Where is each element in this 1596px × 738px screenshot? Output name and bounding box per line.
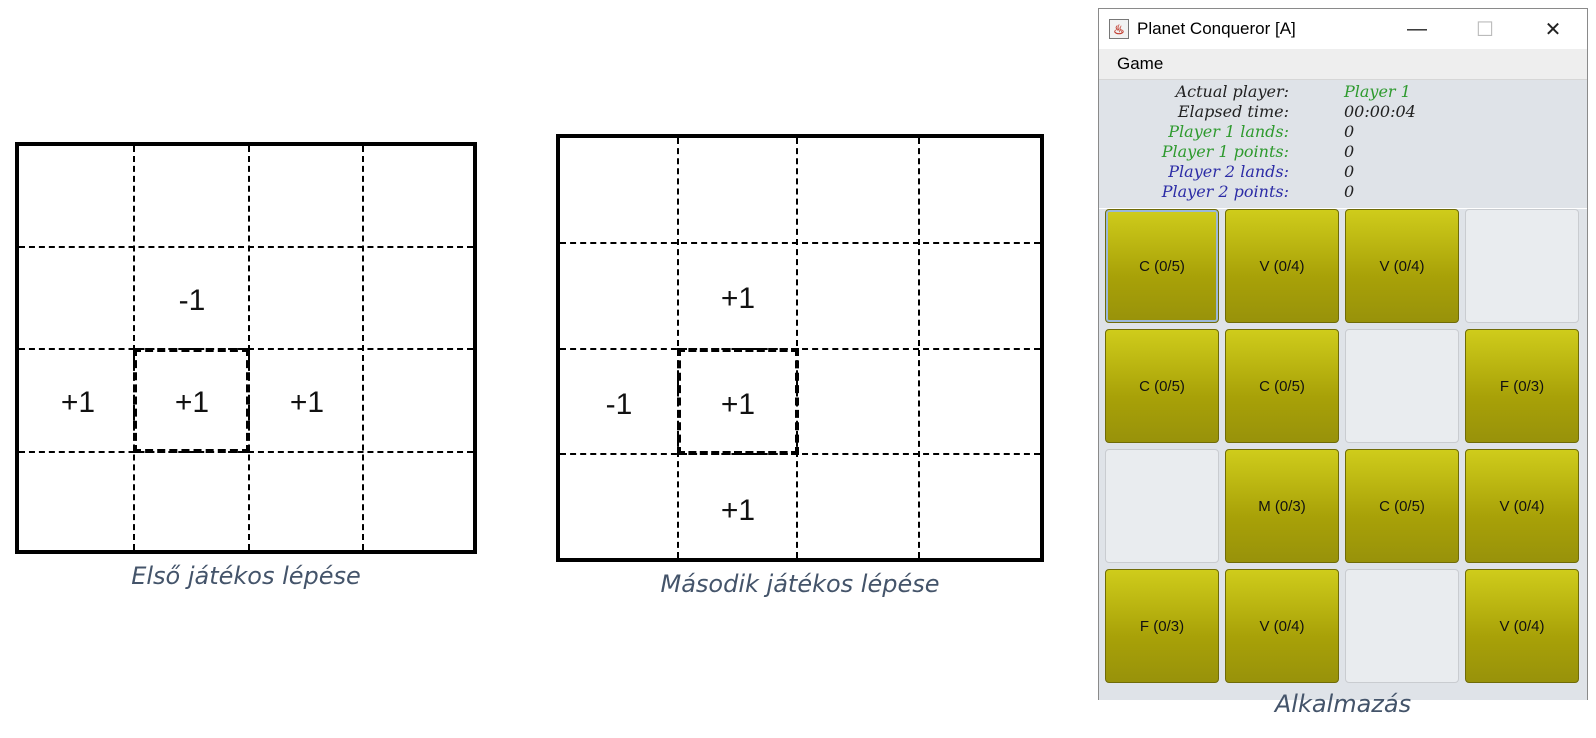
game-board: C (0/5)V (0/4)V (0/4)C (0/5)C (0/5)F (0/… bbox=[1099, 209, 1587, 700]
status-row: Player 2 lands: 0 bbox=[1099, 162, 1589, 182]
board-tile-empty[interactable] bbox=[1345, 329, 1459, 443]
cell-value-top: -1 bbox=[178, 284, 206, 317]
board-tile[interactable]: C (0/5) bbox=[1225, 329, 1339, 443]
status-panel: Actual player: Player 1 Elapsed time: 00:00… bbox=[1099, 80, 1587, 208]
status-row: Actual player: Player 1 bbox=[1099, 82, 1589, 102]
java-cup-icon[interactable]: ♨ bbox=[1109, 19, 1129, 39]
window-title: Planet Conqueror [A] bbox=[1137, 19, 1296, 38]
maximize-button[interactable]: ☐ bbox=[1476, 18, 1494, 41]
status-label: Actual player: bbox=[1175, 82, 1289, 101]
status-label: Player 2 points: bbox=[1161, 182, 1289, 201]
status-label: Player 2 lands: bbox=[1168, 162, 1289, 181]
board-tile[interactable]: C (0/5) bbox=[1105, 209, 1219, 323]
board-tile-empty[interactable] bbox=[1465, 209, 1579, 323]
status-value: 0 bbox=[1344, 142, 1355, 161]
board-tile[interactable]: F (0/3) bbox=[1465, 329, 1579, 443]
diagram-second-player-grid: +1 -1 +1 +1 bbox=[556, 134, 1044, 562]
diagram-first-player-grid: -1 +1 +1 +1 bbox=[15, 142, 477, 554]
board-tile[interactable]: C (0/5) bbox=[1345, 449, 1459, 563]
menu-bar: Game bbox=[1099, 49, 1587, 80]
grid-line bbox=[560, 348, 1040, 350]
diagram-first-player-caption: Első játékos lépése bbox=[131, 562, 361, 590]
cell-value-center: +1 bbox=[174, 386, 210, 419]
board-tile[interactable]: M (0/3) bbox=[1225, 449, 1339, 563]
selected-cell-outline bbox=[133, 348, 250, 453]
window-caption: Alkalmazás bbox=[1274, 690, 1412, 718]
minimize-button[interactable]: — bbox=[1407, 17, 1427, 40]
cell-value-center: +1 bbox=[720, 388, 756, 421]
cell-value-left: -1 bbox=[605, 388, 633, 421]
status-value: 0 bbox=[1344, 162, 1355, 181]
status-label: Elapsed time: bbox=[1177, 102, 1289, 121]
board-tile[interactable]: V (0/4) bbox=[1225, 569, 1339, 683]
close-button[interactable]: ✕ bbox=[1544, 18, 1562, 41]
status-value: 0 bbox=[1344, 182, 1355, 201]
board-tile[interactable]: C (0/5) bbox=[1105, 329, 1219, 443]
grid-line bbox=[19, 246, 473, 248]
menu-game[interactable]: Game bbox=[1117, 54, 1164, 73]
board-tile[interactable]: V (0/4) bbox=[1465, 449, 1579, 563]
status-value: 00:00:04 bbox=[1344, 102, 1416, 121]
title-bar[interactable]: ♨ Planet Conqueror [A] — ☐ ✕ bbox=[1099, 9, 1587, 49]
diagram-second-player-caption: Második játékos lépése bbox=[660, 570, 940, 598]
status-label: Player 1 points: bbox=[1161, 142, 1289, 161]
status-row: Elapsed time: 00:00:04 bbox=[1099, 102, 1589, 122]
status-value: Player 1 bbox=[1344, 82, 1411, 101]
board-tile[interactable]: V (0/4) bbox=[1225, 209, 1339, 323]
grid-line bbox=[560, 453, 1040, 455]
board-tile[interactable]: V (0/4) bbox=[1345, 209, 1459, 323]
cell-value-right: +1 bbox=[289, 386, 325, 419]
board-tile-empty[interactable] bbox=[1345, 569, 1459, 683]
cell-value-bottom: +1 bbox=[720, 494, 756, 527]
board-tile[interactable]: F (0/3) bbox=[1105, 569, 1219, 683]
board-tile[interactable]: V (0/4) bbox=[1465, 569, 1579, 683]
cell-value-left: +1 bbox=[60, 386, 96, 419]
grid-line bbox=[560, 242, 1040, 244]
selected-cell-outline bbox=[677, 348, 799, 455]
status-label: Player 1 lands: bbox=[1168, 122, 1289, 141]
status-row: Player 2 points: 0 bbox=[1099, 182, 1589, 202]
status-value: 0 bbox=[1344, 122, 1355, 141]
board-tile-empty[interactable] bbox=[1105, 449, 1219, 563]
status-row: Player 1 points: 0 bbox=[1099, 142, 1589, 162]
planet-conqueror-window: ♨ Planet Conqueror [A] — ☐ ✕ Game Actual… bbox=[1098, 8, 1588, 700]
status-row: Player 1 lands: 0 bbox=[1099, 122, 1589, 142]
cell-value-top: +1 bbox=[720, 282, 756, 315]
